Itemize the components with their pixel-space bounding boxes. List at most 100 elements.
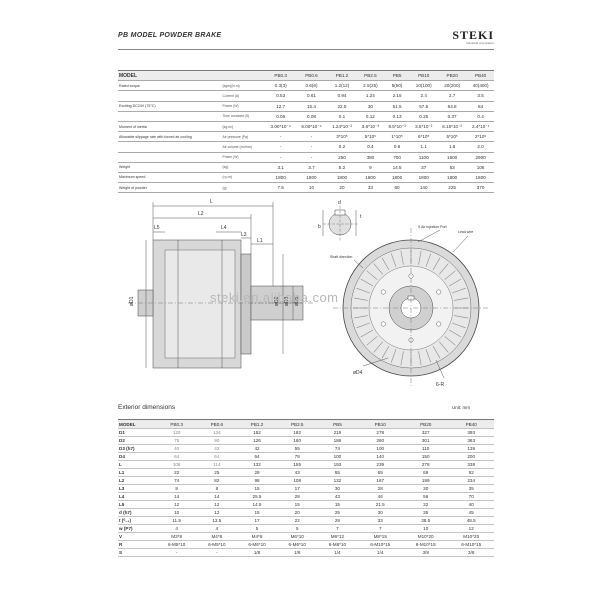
spec-row-sub: Current (A) [221,90,266,102]
exterior-row-label: V [118,532,157,541]
spec-row-sub: Air pressure (Pa) [221,131,266,143]
exterior-cell: 25 [196,468,237,477]
exterior-cell: - [156,548,197,557]
exterior-cell: 182 [277,428,318,437]
cooling-fin [390,349,397,363]
spec-cell: 30 [357,101,384,112]
exterior-cell: 12 [196,500,237,509]
spec-cell: 1.24 [357,90,384,102]
cooling-fin [454,315,469,319]
spec-cell: 1800 [357,172,384,184]
exterior-cell: M3*8 [156,532,197,541]
spec-row-group: Rated torque [118,80,222,92]
exterior-model-col: PB1.2 [236,419,278,429]
cooling-fin [418,351,422,366]
exterior-model-col: PB0.3 [156,419,197,429]
spec-cell: 0.37 [437,111,468,122]
spec-row-sub: (g) [221,182,266,194]
spec-row-group: Exciting DC24V (75°C) [118,101,222,112]
spec-cell: 3.1 [265,162,297,173]
spec-model-col: PB20 [437,69,468,82]
exterior-cell: 6-M5*10 [196,540,237,549]
exterior-cell: 40 [156,444,197,453]
exterior-cell: 11.5 [156,516,197,525]
exterior-row-label: t (⁰₋₁) [118,516,157,525]
dim-label: L2 [198,211,204,217]
spec-row-sub: Time constant (S) [221,111,266,122]
cooling-fin [452,287,466,294]
dim-label: øD4 [353,370,363,376]
spec-cell: 2900 [467,152,494,163]
callout-label: Shaft direction [330,255,352,259]
spec-cell: 2.7 [437,90,468,102]
spec-cell: 3*10⁵ [326,131,358,143]
exterior-cell: 55 [277,444,318,453]
spec-cell: 40(400) [467,80,494,92]
exterior-cell: 6-M10*15 [448,540,494,549]
exterior-cell: 78 [277,452,318,461]
spec-cell: 0.4 [357,141,384,153]
spec-cell: - [265,141,297,153]
exterior-cell: 42 [196,444,237,453]
spec-cell: 37 [410,162,438,173]
spec-row-group [118,152,222,163]
exterior-cell: 22 [156,468,197,477]
spec-cell: 6.15*10⁻² [437,121,468,133]
spec-cell: 225 [437,182,468,194]
exterior-cell: 155 [277,460,318,469]
callout-label: Lead wire [458,230,473,234]
cooling-fin [400,351,404,366]
spec-cell: 14.5 [383,162,411,173]
exterior-cell: 43 [277,468,318,477]
spec-cell: 2.0 [467,141,494,153]
exterior-cell: 69 [402,468,449,477]
spec-row-sub: Power (W) [221,152,266,163]
spec-row-group: Weight [118,162,222,173]
spec-cell: 1600 [437,152,468,163]
spec-cell: 10 [296,182,327,194]
exterior-cell: 160 [277,436,318,445]
exterior-cell: 14 [156,492,197,501]
exterior-cell: 45 [448,508,494,517]
exterior-cell: M6*12 [317,532,358,541]
exterior-cell: 21.5 [357,500,403,509]
spec-cell: 9.5*10⁻³ [383,121,411,133]
spec-cell: 22.5 [326,101,358,112]
cooling-fin [425,253,432,267]
spec-cell: 2.4 [410,90,438,102]
spec-cell: 5*10⁵ [357,131,384,143]
sheet-title: PB MODEL POWDER BRAKE [118,32,222,39]
exterior-model-label: MODEL [118,419,157,429]
spec-row-group [118,141,222,153]
spec-row-sub: (kgm)(N.m) [221,80,266,92]
exterior-cell: 139 [448,444,494,453]
exterior-cell: 260 [357,436,403,445]
exterior-row-label: S [118,548,157,557]
spec-cell: 12.7 [265,101,297,112]
exterior-cell: M10*20 [402,532,449,541]
spec-cell: 6.00*10⁻⁴ [296,121,327,133]
exterior-cell: 15 [236,484,278,493]
exterior-cell: 1/8 [277,548,318,557]
spec-cell: 33 [357,182,384,194]
callout-label: 6-R [436,382,444,388]
cooling-fin [439,263,449,275]
exterior-cell: 46 [357,492,403,501]
exterior-cell: 100 [357,444,403,453]
dim-label: øD5 [294,296,300,306]
spec-cell: - [296,131,327,143]
exterior-cell: 15 [236,508,278,517]
spec-cell: 0.2 [326,141,358,153]
exterior-cell: 186 [317,436,358,445]
spec-cell: 0.6 [383,141,411,153]
